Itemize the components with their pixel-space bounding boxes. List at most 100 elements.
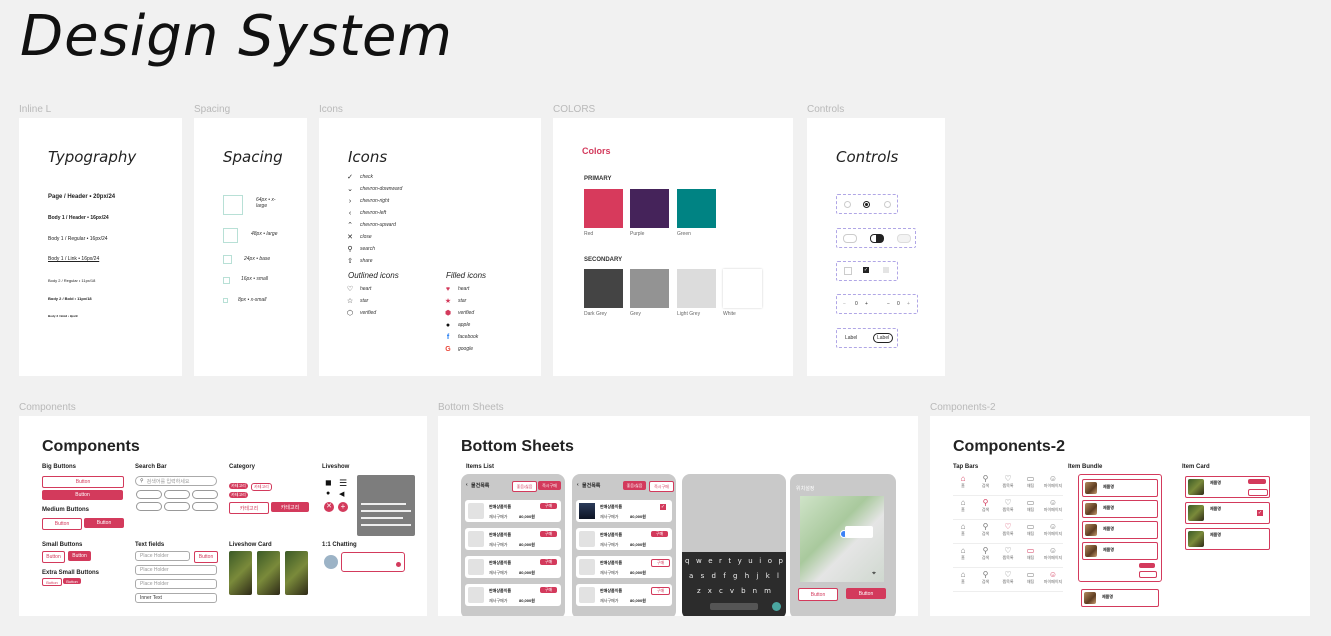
tab-item[interactable]: ☺마이페이지 <box>1043 570 1063 591</box>
tab-item[interactable]: ☺마이페이지 <box>1043 522 1063 543</box>
bundle-item-collapsed[interactable]: 제품명 <box>1081 589 1159 607</box>
bundle-item[interactable]: 제품명 <box>1082 479 1158 497</box>
keyboard-key[interactable]: d <box>711 572 716 580</box>
list-item[interactable]: 판매상품이름 재사구매가 80,000원 구매 <box>576 584 672 606</box>
category-chip-selected[interactable]: 카테고리 <box>229 492 248 498</box>
keyboard-key[interactable]: n <box>752 587 758 595</box>
map-view[interactable]: ⌖ <box>800 496 884 582</box>
typography-frame[interactable]: Typography Page / Header • 20px/24 Body … <box>19 118 182 376</box>
bundle-item[interactable]: 제품명 <box>1082 521 1158 539</box>
list-item[interactable]: 판매상품이름 재사구매가 80,000원 구매 <box>465 500 561 522</box>
liveshow-card-thumb[interactable] <box>285 551 308 595</box>
bottom-sheets-frame[interactable]: Bottom Sheets Items List ‹ 물건목록 좋음/싫음 즉시… <box>438 416 918 616</box>
list-item[interactable]: 판매상품이름 재사구매가 80,000원 구매 <box>465 584 561 606</box>
space-key[interactable] <box>710 603 758 610</box>
keyboard-key[interactable]: e <box>708 557 713 565</box>
tab-item[interactable]: ⚲검색 <box>976 522 996 543</box>
list-item[interactable]: 판매상품이름 재사구매가 80,000원 구매 <box>465 528 561 550</box>
filter-pill[interactable] <box>136 502 162 511</box>
tab-item[interactable]: ⚲검색 <box>976 474 996 495</box>
close-icon[interactable]: ✕ <box>324 502 334 512</box>
item-card-button[interactable] <box>1248 489 1268 496</box>
category-chip[interactable]: 카테고리 <box>251 483 272 491</box>
items-list-sheet[interactable]: ‹ 물건목록 좋음/싫음 즉시구매 판매상품이름 재사구매가 80,000원 구… <box>461 474 565 616</box>
tab-item[interactable]: ▭채팅 <box>1021 474 1041 495</box>
tab-item[interactable]: ⚲검색 <box>976 570 996 591</box>
toggle-switch-on[interactable] <box>870 234 884 243</box>
item-card[interactable]: 제품명 <box>1185 528 1270 550</box>
checkbox-checked[interactable]: ✓ <box>863 267 869 273</box>
filter-pill[interactable] <box>164 502 190 511</box>
keyboard-key[interactable]: b <box>741 587 746 595</box>
xs-button-outlined[interactable]: Button <box>42 578 62 586</box>
toggle-switch-disabled[interactable] <box>897 234 911 243</box>
filter-chip-selected[interactable]: 즉시구매 <box>538 481 561 490</box>
big-button-filled[interactable]: Button <box>42 490 123 500</box>
plus-icon[interactable]: + <box>907 301 910 307</box>
checkbox[interactable] <box>844 267 852 275</box>
tab-item[interactable]: ▭채팅 <box>1021 498 1041 519</box>
item-buy-button[interactable]: 구매 <box>651 587 670 595</box>
my-location-icon[interactable]: ⌖ <box>872 570 876 577</box>
item-card[interactable]: 제품명 <box>1185 476 1270 498</box>
toggle-switch[interactable] <box>843 234 857 243</box>
tab-item[interactable]: ☺마이페이지 <box>1043 498 1063 519</box>
menu-icon[interactable]: ☰ <box>339 478 348 488</box>
text-field-filled[interactable]: Inner Text <box>135 593 217 603</box>
tab-item[interactable]: ▭채팅 <box>1021 522 1041 543</box>
colors-frame[interactable]: Colors PRIMARY Red Purple Green SECONDAR… <box>553 118 793 376</box>
tab-item[interactable]: ⌂홈 <box>953 522 973 543</box>
category-button-filled[interactable]: 카테고리 <box>271 502 309 512</box>
filter-chip[interactable]: 즉시구매 <box>649 481 674 492</box>
radio-button[interactable] <box>844 201 851 208</box>
text-field[interactable]: Place Holder <box>135 565 217 575</box>
tab-item[interactable]: ▭채팅 <box>1021 570 1041 591</box>
items-list-sheet-selected[interactable]: ‹ 물건목록 좋음/싫음 즉시구매 판매상품이름 재사구매가 80,000원 ✓… <box>572 474 676 616</box>
tab-item[interactable]: ⚲검색 <box>976 498 996 519</box>
item-checkbox[interactable]: ✓ <box>660 504 666 510</box>
plus-icon[interactable]: + <box>865 301 868 307</box>
list-item[interactable]: 판매상품이름 재사구매가 80,000원 구매 <box>576 556 672 578</box>
tab-item[interactable]: ♡찜목록 <box>998 546 1018 567</box>
tab-item[interactable]: ☺마이페이지 <box>1043 474 1063 495</box>
chat-bubble[interactable] <box>341 552 405 572</box>
keyboard-key[interactable]: z <box>697 587 701 595</box>
tab-item[interactable]: ⌂홈 <box>953 498 973 519</box>
checkbox-disabled[interactable] <box>883 267 889 273</box>
mic-icon[interactable]: ● <box>326 490 331 497</box>
tab-item[interactable]: ⌂홈 <box>953 570 973 591</box>
keyboard-key[interactable]: o <box>767 557 772 565</box>
keyboard-key[interactable]: t <box>728 557 732 565</box>
item-card-button[interactable] <box>1248 479 1266 484</box>
keyboard-key[interactable]: x <box>707 587 712 595</box>
keyboard-key[interactable]: p <box>778 557 783 565</box>
keyboard-key[interactable]: m <box>764 587 771 595</box>
medium-button-outlined[interactable]: Button <box>42 518 82 530</box>
item-bundle[interactable]: 제품명 제품명 제품명 제품명 <box>1078 474 1162 582</box>
item-buy-button[interactable]: 구매 <box>540 503 557 509</box>
keyboard-key[interactable]: f <box>723 572 726 580</box>
category-chip-selected[interactable]: 카테고리 <box>229 483 248 489</box>
tab-item[interactable]: ♡찜목록 <box>998 570 1018 591</box>
tab-item[interactable]: ⌂홈 <box>953 474 973 495</box>
keyboard-key[interactable]: j <box>756 572 759 580</box>
minus-icon[interactable]: − <box>843 301 846 307</box>
keyboard-key[interactable]: h <box>744 572 750 580</box>
bundle-action-button[interactable] <box>1139 571 1157 578</box>
location-button-outlined[interactable]: Button <box>798 588 838 601</box>
back-chevron-icon[interactable]: ‹ <box>466 482 468 488</box>
icons-frame[interactable]: Icons ✓check ⌄chevron-downward ›chevron-… <box>319 118 541 376</box>
keyboard-key[interactable]: v <box>729 587 735 595</box>
item-buy-button[interactable]: 구매 <box>651 559 670 567</box>
bundle-action-button[interactable] <box>1139 563 1155 568</box>
item-card-checkbox[interactable]: ✓ <box>1257 510 1263 516</box>
camera-icon[interactable]: ◼ <box>325 478 332 487</box>
small-button-filled[interactable]: Button <box>68 551 91 561</box>
add-icon[interactable]: + <box>338 502 348 512</box>
components2-frame[interactable]: Components-2 Tap Bars ⌂홈⚲검색♡찜목록▭채팅☺마이페이지… <box>930 416 1310 616</box>
filter-pill[interactable] <box>136 490 162 499</box>
filter-pill[interactable] <box>192 502 218 511</box>
list-item[interactable]: 판매상품이름 재사구매가 80,000원 ✓ <box>576 500 672 522</box>
radio-button[interactable] <box>884 201 891 208</box>
